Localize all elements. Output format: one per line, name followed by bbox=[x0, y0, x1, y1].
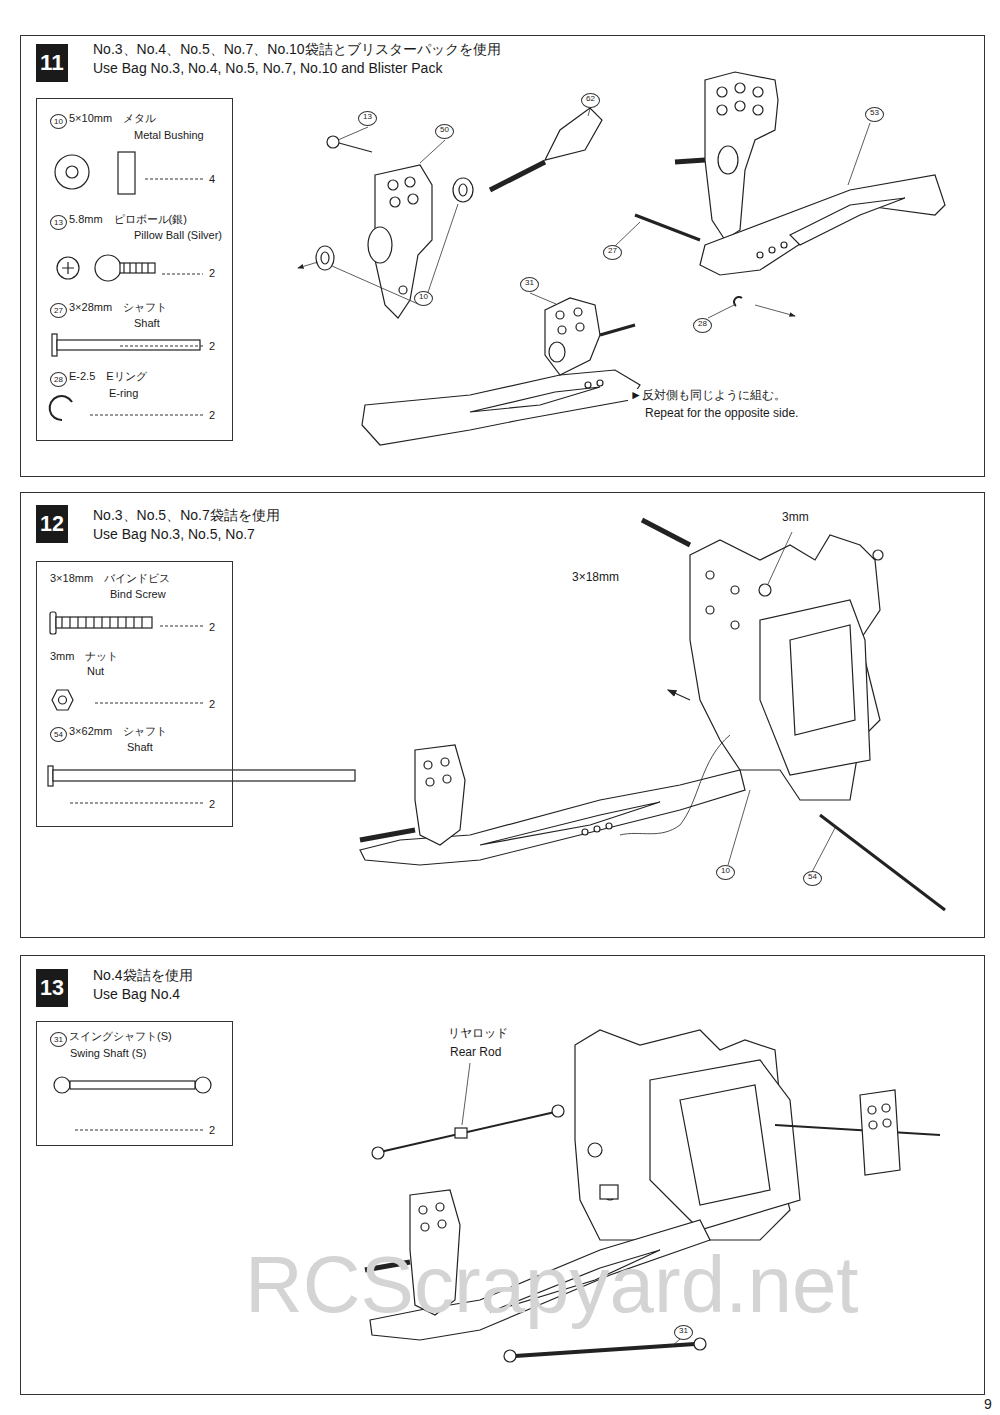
part-text: 2 bbox=[209, 621, 215, 634]
part-text: 5×10mm メタル bbox=[69, 112, 156, 125]
step-panel: No.3、No.4、No.5、No.7、No.10袋詰とブリスターパックを使用 U… bbox=[20, 35, 985, 477]
callout-number: 28 bbox=[50, 372, 67, 387]
dimension-label: 3mm bbox=[780, 511, 811, 525]
step-panel: No.4袋詰を使用Use Bag No.41331スイングシャフト(S)Swin… bbox=[20, 955, 985, 1395]
part-text: 3×18mm バインドビス bbox=[50, 572, 170, 585]
part-text: 3×28mm シャフト bbox=[69, 301, 167, 314]
callout-number: 10 bbox=[414, 291, 433, 306]
part-text: Bind Screw bbox=[110, 588, 166, 601]
callout-number: 54 bbox=[803, 871, 822, 886]
step-number-text: 13 bbox=[40, 976, 64, 1001]
part-text: 2 bbox=[209, 698, 215, 711]
callout-number: 27 bbox=[603, 245, 622, 260]
callout-number: 54 bbox=[50, 727, 67, 742]
part-text: 2 bbox=[209, 798, 215, 811]
part-text: 4 bbox=[209, 173, 215, 186]
part-text: 3mm ナット bbox=[50, 650, 118, 663]
step-number-text: 12 bbox=[40, 512, 64, 537]
step-number: 13 bbox=[36, 969, 68, 1007]
callout-number: 31 bbox=[674, 1325, 693, 1340]
part-text: 3×62mm シャフト bbox=[69, 725, 167, 738]
part-name: Rear Rod bbox=[448, 1046, 503, 1060]
step-heading: Use Bag No.3, No.5, No.7 bbox=[93, 526, 255, 542]
part-text: 2 bbox=[209, 340, 215, 353]
callout-number: 50 bbox=[435, 124, 454, 139]
step-heading: Use Bag No.3, No.4, No.5, No.7, No.10 an… bbox=[93, 60, 442, 76]
callout-number: 31 bbox=[50, 1032, 67, 1047]
note-text: Repeat for the opposite side. bbox=[643, 407, 800, 421]
part-text: E-2.5 Eリング bbox=[69, 370, 147, 383]
callout-number: 10 bbox=[716, 865, 735, 880]
step-heading: No.3、No.5、No.7袋詰を使用 bbox=[93, 507, 280, 523]
part-text: Shaft bbox=[134, 317, 160, 330]
part-text: 2 bbox=[209, 409, 215, 422]
callout-number: 62 bbox=[581, 93, 600, 108]
step-heading: No.3、No.4、No.5、No.7、No.10袋詰とブリスターパックを使用 bbox=[93, 41, 501, 57]
step-number: 12 bbox=[36, 505, 68, 543]
step-panel: No.3、No.5、No.7袋詰を使用 Use Bag No.3, No.5, N… bbox=[20, 492, 985, 938]
part-text: 5.8mm ピロボール(銀) bbox=[69, 213, 187, 226]
callout-number: 13 bbox=[50, 215, 67, 230]
part-text: E-ring bbox=[109, 387, 138, 400]
callout-number: 31 bbox=[520, 277, 539, 292]
parts-box: 3×18mm バインドビス Bind Screw 2 3mm ナット Nut 2 543×6… bbox=[36, 561, 233, 827]
step-heading: Use Bag No.4 bbox=[93, 986, 180, 1002]
step-number: 11 bbox=[36, 44, 68, 82]
part-text: 2 bbox=[209, 1124, 215, 1137]
callout-number: 10 bbox=[50, 114, 67, 129]
parts-box: 31スイングシャフト(S) Swing Shaft (S) 2 bbox=[36, 1021, 233, 1146]
parts-box: 105×10mm メタル Metal Bushing 4 135.8mm ピロボール(… bbox=[36, 98, 233, 441]
watermark: RCScrapyard.net bbox=[245, 1245, 859, 1325]
part-text: スイングシャフト(S) bbox=[69, 1030, 172, 1043]
part-text: Nut bbox=[87, 665, 104, 678]
part-text: Metal Bushing bbox=[134, 129, 204, 142]
step-number-text: 11 bbox=[40, 50, 64, 76]
part-text: Swing Shaft (S) bbox=[70, 1047, 146, 1060]
dimension-label: 3×18mm bbox=[570, 571, 621, 585]
callout-number: 53 bbox=[865, 107, 884, 122]
callout-number: 13 bbox=[358, 111, 377, 126]
page-number: 9 bbox=[982, 1396, 994, 1412]
note-text: ►反対側も同じように組む。 bbox=[628, 389, 788, 403]
part-name: リヤロッド bbox=[446, 1027, 510, 1041]
callout-number: 27 bbox=[50, 303, 67, 318]
step-heading: No.4袋詰を使用 bbox=[93, 967, 193, 983]
part-text: Pillow Ball (Silver) bbox=[134, 229, 222, 242]
part-text: 2 bbox=[209, 267, 215, 280]
callout-number: 28 bbox=[693, 318, 712, 333]
part-text: Shaft bbox=[127, 741, 153, 754]
